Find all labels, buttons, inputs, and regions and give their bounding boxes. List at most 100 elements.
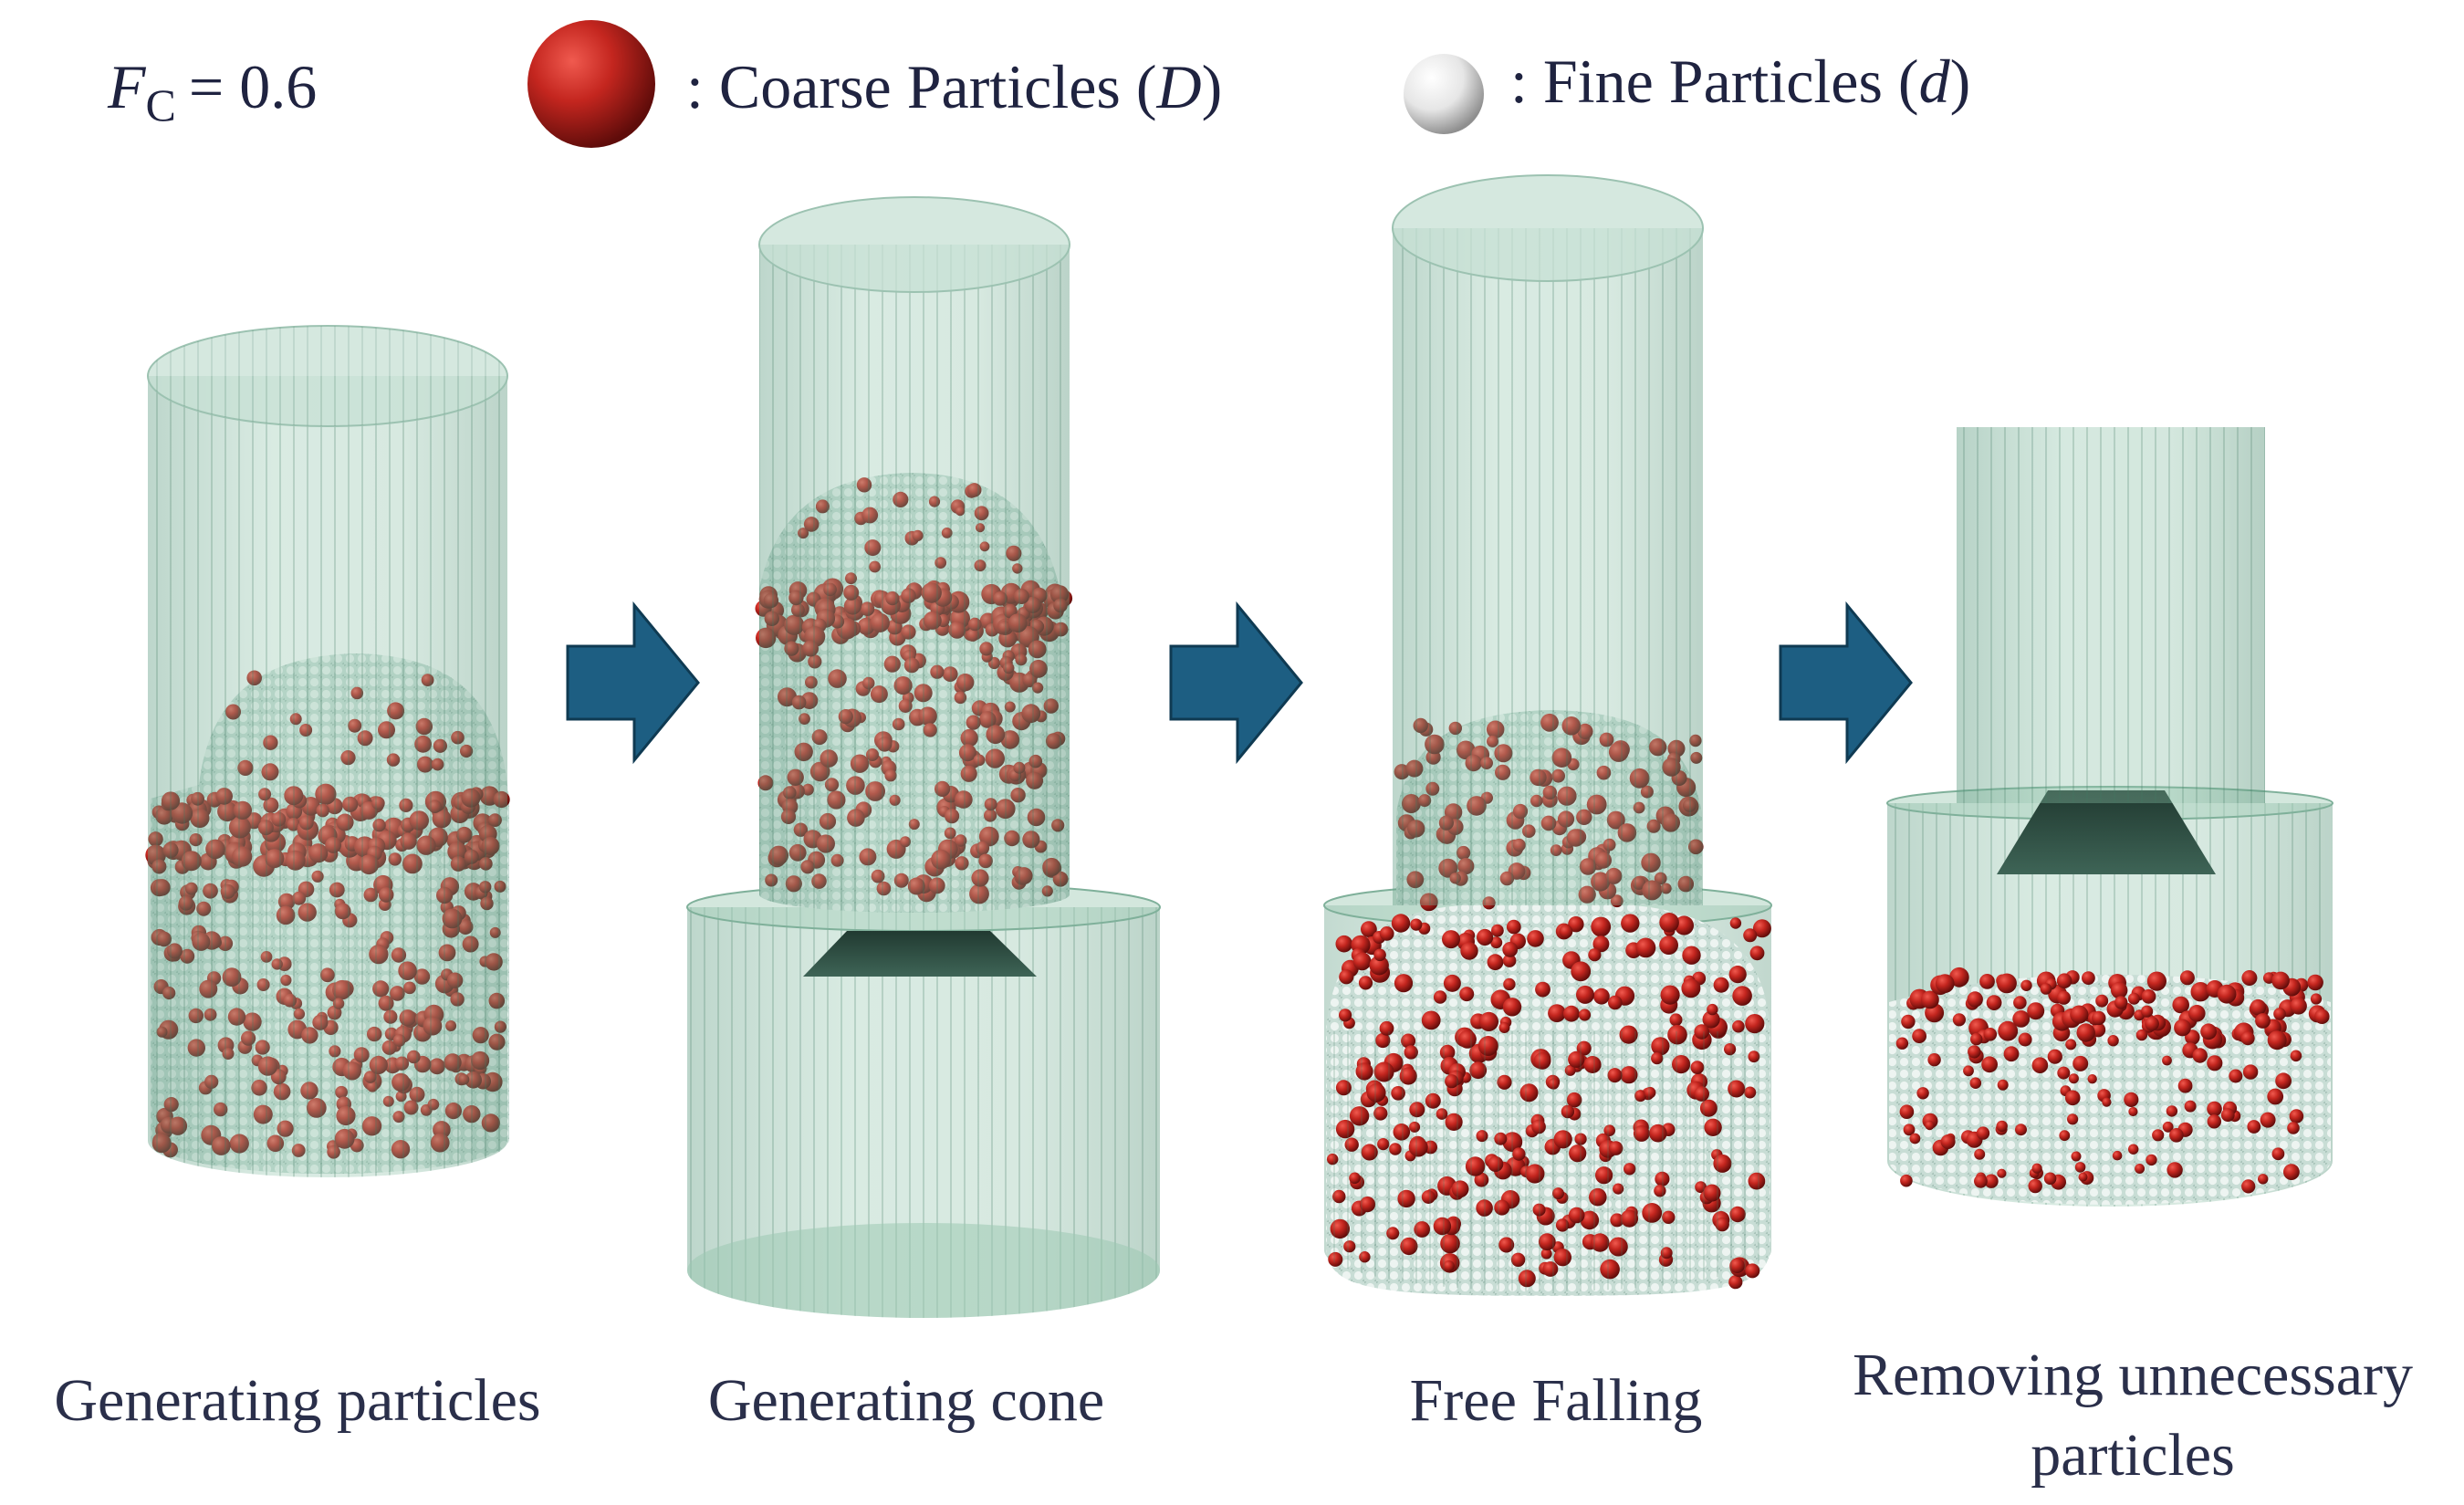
coarse-particle [1732,986,1752,1006]
coarse-particle [2135,1164,2146,1174]
coarse-particle [1433,990,1447,1004]
coarse-particle [1732,1019,1745,1033]
arrow-right-icon [1779,601,1913,765]
coarse-particle [2271,971,2290,990]
coarse-particle [1912,1029,1927,1044]
coarse-particle [1967,991,1983,1008]
coarse-particle [1659,913,1679,933]
coarse-particle [2255,1013,2271,1029]
coarse-particle [2242,1064,2259,1080]
coarse-particle [1728,1275,1743,1290]
coarse-particle [1559,925,1573,939]
coarse-particle [1578,1009,1592,1021]
coarse-particle [1608,995,1623,1010]
coarse-particle [1981,1056,1999,1073]
arrow-right-icon [566,601,700,765]
coarse-particle [2128,1144,2139,1155]
coarse-particle [1460,942,1478,960]
coarse-particle [1535,981,1550,998]
upper-cylinder-container [758,196,1070,913]
coarse-particle [1339,969,1354,985]
coarse-particle [1335,935,1353,953]
coarse-particle [1903,1124,1916,1136]
coarse-particle [1373,948,1386,962]
coarse-particle [2190,982,2210,1002]
coarse-particle [1621,914,1640,933]
coarse-particle [2018,1032,2032,1047]
coarse-particle [1949,967,1969,988]
legend: FC= 0.6 : Coarse Particles (D) : Fine Pa… [107,20,1970,148]
coarse-particle [1895,1037,1909,1050]
coarse-particle [1713,977,1729,993]
coarse-particle [2076,1023,2095,1042]
particle-bed [1889,967,2331,1205]
coarse-particle [2057,1066,2071,1080]
panel-generating-cone [686,196,1161,1318]
coarse-particle [2064,1090,2081,1106]
coarse-particle [1900,1174,1913,1187]
coarse-particle [2070,1005,2089,1024]
coarse-particle [1674,915,1694,935]
coarse-particle [2229,1069,2243,1083]
coarse-particle [1588,948,1602,962]
coarse-particle [2290,1050,2302,1062]
coarse-particle [2250,998,2267,1016]
coarse-particle [2310,993,2323,1005]
coarse-particle-cluster [1895,967,2330,1194]
coarse-particle [2102,1097,2112,1107]
coarse-particle [1421,1010,1441,1030]
coarse-particle [1591,916,1612,937]
coarse-particle [2056,973,2072,988]
coarse-particle [2258,1174,2269,1185]
coarse-particle [2166,1105,2178,1117]
coarse-particle [2271,1147,2285,1161]
coarse-particle [2241,1179,2256,1194]
coarse-particle [2111,981,2128,999]
coarse-particle [1752,919,1771,938]
coarse-particle-swatch [527,20,655,148]
coarse-particle [1969,1077,1982,1089]
coarse-particle [2031,1057,2049,1073]
coarse-particle [2074,1162,2086,1173]
coarse-particle [1563,1005,1580,1022]
coarse-particle [2184,1100,2197,1113]
panel-generating-particles [145,325,510,1177]
coarse-particle [1963,1065,1974,1077]
cylinder-container [147,325,508,1177]
coarse-particle [1358,976,1373,990]
coarse-particle [2095,994,2109,1008]
coarse-particle [1997,1168,2007,1178]
coarse-particle [1443,974,1461,992]
caption-free-falling: Free Falling [1410,1367,1703,1434]
coarse-particle [1728,966,1747,984]
coarse-particle [2207,1114,2221,1129]
upper-cylinder-container [1957,427,2265,803]
coarse-particle [2307,974,2323,991]
coarse-particle [2124,1092,2139,1107]
coarse-particle [2145,1016,2159,1031]
coarse-particle [1498,1022,1510,1033]
coarse-particle [2283,1164,2300,1180]
coarse-particle [1974,1174,1988,1188]
coarse-particle [2047,1049,2062,1064]
coarse-particle [1593,988,1610,1005]
coarse-particle [1571,961,1592,982]
coarse-particle [1901,1014,1916,1029]
coarse-particle [1984,1174,1999,1188]
coarse-particle [1743,928,1758,943]
coarse-particle [2146,971,2166,991]
coarse-particle [2114,996,2128,1009]
coarse-particle [1391,914,1411,933]
coarse-particle [1502,942,1519,957]
coarse-particle [1979,974,1995,989]
coarse-particle [1970,1032,1983,1046]
coarse-particle [1339,1009,1352,1022]
coarse-particle [1379,926,1394,941]
coarse-particle [1983,1028,1998,1041]
coarse-particle [1968,1045,1981,1059]
coarse-particle [1660,985,1680,1005]
coarse-particle [2273,1008,2286,1020]
coarse-particle [2174,1019,2191,1037]
cone [803,931,1037,977]
coarse-particle [2031,1163,2042,1174]
